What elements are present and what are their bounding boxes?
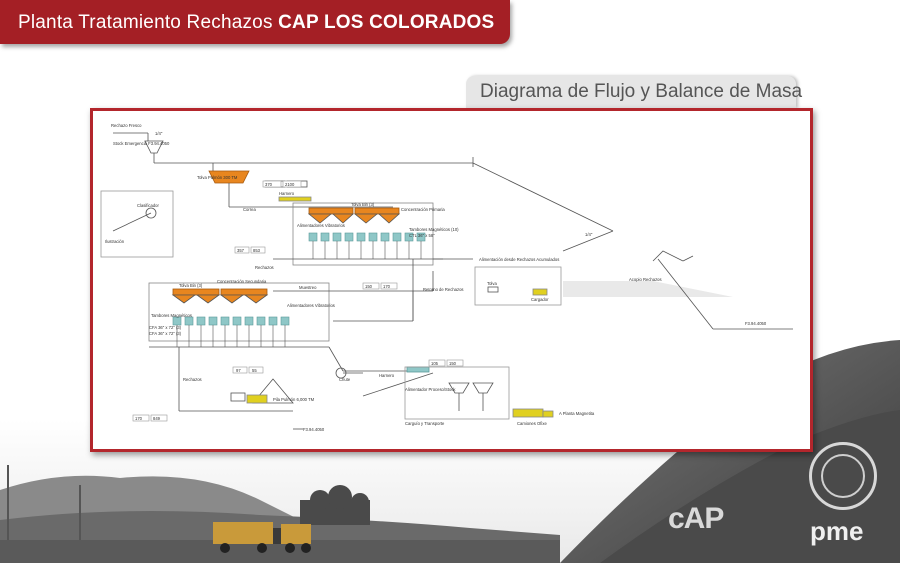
title-bold: CAP LOS COLORADOS [278, 12, 495, 33]
label-correa: Correa [243, 207, 256, 212]
seal-inner-ring [821, 454, 865, 498]
label-size-top: 1/4" [155, 131, 163, 136]
label-tolva: Tolva [487, 281, 497, 286]
label-carguio: Carguío y Transporte [405, 421, 445, 426]
value-6: 170 [383, 284, 391, 289]
label-alimentacion-acumulados: Alimentación desde Rechazos Acumulados [479, 257, 559, 262]
label-tolva-pulmon: Tolva Pulmón 300 TM [197, 175, 238, 180]
label-camiones: Camiones Ofixe [517, 421, 547, 426]
label-planta-magnetita: A Planta Magnetita [559, 411, 595, 416]
label-retorno-rechazos: Retorno de Rechazos [423, 287, 464, 292]
label-tambor-size: CTL 36" x 58" [409, 233, 435, 238]
label-stock-rechazos: Acopio Rechazos [629, 277, 662, 282]
label-stock-emergencia: Stock Emergencia F3.94.4050 [113, 141, 170, 146]
label-muestreo: Muestreo [299, 285, 317, 290]
label-pila: Pila Pulmón 6,000 TM [273, 397, 315, 402]
label-clasificador: Clasificador [137, 203, 159, 208]
value-12: 150 [449, 361, 457, 366]
label-cfa-2: CFA 36" x 72" (3) [149, 331, 182, 336]
label-rechazo-fresco: Rechazo Fresco [111, 123, 142, 128]
flow-diagram-svg: Rechazo Fresco Stock Emergencia F3.94.40… [100, 123, 793, 432]
label-concentracion-secundaria: Concentración Secundaria [217, 279, 267, 284]
label-harnero: Harnero [279, 191, 295, 196]
label-alimentadores-vibratorios-2: Alimentadores Vibratorios [287, 303, 335, 308]
label-rechazos-1: Rechazos [255, 265, 274, 270]
diagram-tab: Diagrama de Flujo y Balance de Masa [466, 76, 802, 108]
label-f3-bottom: F3.94.4050 [303, 427, 325, 432]
pme-logo: pme [810, 516, 864, 546]
label-chute: Chute [339, 377, 351, 382]
label-tambores-magneticos: Tambores Magnéticos (10) [409, 227, 459, 232]
label-cargador: Cargador [531, 297, 549, 302]
pme-seal-logo [809, 442, 877, 510]
value-3: 357 [237, 248, 245, 253]
value-1: 370 [265, 182, 273, 187]
cap-logo: cAP [668, 502, 724, 535]
value-9: 170 [135, 416, 143, 421]
label-harnero-2: Harnero [379, 373, 395, 378]
label-concentracion-primaria: Concentración Primaria [401, 207, 445, 212]
label-rechazos-2: Rechazos [183, 377, 202, 382]
page-title: Planta Tratamiento Rechazos CAP LOS COLO… [18, 12, 494, 34]
label-f3-right: F3.94.4050 [745, 321, 767, 326]
value-10: 849 [153, 416, 161, 421]
value-7: 97 [236, 368, 241, 373]
title-prefix: Planta Tratamiento Rechazos [18, 12, 279, 33]
value-4: 853 [253, 248, 261, 253]
value-8: 55 [252, 368, 257, 373]
title-bar: Planta Tratamiento Rechazos CAP LOS COLO… [0, 0, 510, 44]
label-tambores-magneticos-2: Tambores Magnéticos [151, 313, 192, 318]
value-5: 150 [365, 284, 373, 289]
label-ilustracion: Ilustración [105, 239, 125, 244]
flow-diagram: Rechazo Fresco Stock Emergencia F3.94.40… [90, 108, 813, 452]
label-sizes: 1/4" [585, 232, 593, 237]
label-cfa-1: CFA 36" x 72" (3) [149, 325, 182, 330]
label-tolva-bins: Tolva Bin (3) [351, 202, 375, 207]
diagram-tab-label: Diagrama de Flujo y Balance de Masa [480, 81, 803, 102]
value-11: 105 [431, 361, 439, 366]
label-tolva-bin-2: Tolva Bin (3) [179, 283, 203, 288]
label-alimentadores-vibratorios: Alimentadores Vibratorios [297, 223, 345, 228]
truck-2 [281, 524, 311, 553]
label-alimentador-1: Alimentador Proceso/Stock [405, 387, 456, 392]
value-2: 2100 [285, 182, 295, 187]
